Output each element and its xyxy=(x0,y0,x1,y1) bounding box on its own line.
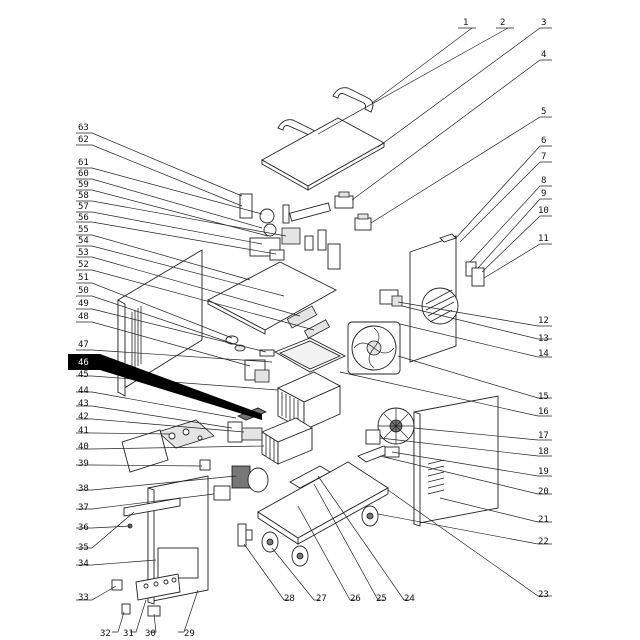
label-23: 23 xyxy=(538,590,549,600)
label-7: 7 xyxy=(541,152,546,162)
label-59: 59 xyxy=(78,180,89,190)
output-inductor xyxy=(199,459,269,501)
label-49: 49 xyxy=(78,299,89,309)
label-38: 38 xyxy=(78,484,89,494)
highlight-bar-46 xyxy=(68,354,262,420)
label-17: 17 xyxy=(538,431,549,441)
label-60: 60 xyxy=(78,169,89,179)
label-33: 33 xyxy=(78,593,89,603)
cooling-fan xyxy=(347,321,401,375)
label-19: 19 xyxy=(538,467,549,477)
label-40: 40 xyxy=(78,442,89,452)
label-16: 16 xyxy=(538,407,549,417)
label-18: 18 xyxy=(538,447,549,457)
small-component-3 xyxy=(334,191,354,209)
label-24: 24 xyxy=(404,594,415,604)
heatsink-lower xyxy=(261,417,313,465)
label-31: 31 xyxy=(123,629,134,639)
small-bracket-28 xyxy=(237,523,253,547)
label-9: 9 xyxy=(541,189,546,199)
label-58: 58 xyxy=(78,191,89,201)
label-20: 20 xyxy=(538,487,549,497)
label-15: 15 xyxy=(538,392,549,402)
label-10: 10 xyxy=(538,206,549,216)
label-62: 62 xyxy=(78,135,89,145)
right-side-panel xyxy=(413,395,499,527)
front-panel xyxy=(123,475,209,605)
label-53: 53 xyxy=(78,248,89,258)
label-13: 13 xyxy=(538,334,549,344)
middle-plate xyxy=(207,261,337,339)
transformer-assembly xyxy=(244,359,270,383)
label-63: 63 xyxy=(78,123,89,133)
label-21: 21 xyxy=(538,515,549,525)
label-35: 35 xyxy=(78,543,89,553)
terminals-30-32 xyxy=(111,523,161,617)
label-6: 6 xyxy=(541,136,546,146)
rear-fan-panel xyxy=(409,235,459,363)
label-56: 56 xyxy=(78,213,89,223)
pcb-cluster xyxy=(239,193,301,261)
label-14: 14 xyxy=(538,349,549,359)
label-50: 50 xyxy=(78,286,89,296)
leader-lines xyxy=(76,27,552,633)
label-42: 42 xyxy=(78,412,89,422)
label-34: 34 xyxy=(78,559,89,569)
label-57: 57 xyxy=(78,202,89,212)
label-28: 28 xyxy=(284,594,295,604)
label-61: 61 xyxy=(78,158,89,168)
label-4: 4 xyxy=(541,50,546,60)
label-12: 12 xyxy=(538,316,549,326)
label-44: 44 xyxy=(78,386,89,396)
top-cover-panel xyxy=(261,117,385,191)
labels-bottom: 32 31 30 29 28 27 26 25 24 xyxy=(100,594,415,639)
rectifier-fan-assembly xyxy=(365,407,415,445)
label-55: 55 xyxy=(78,225,89,235)
label-1: 1 xyxy=(463,18,468,28)
label-8: 8 xyxy=(541,176,546,186)
label-48: 48 xyxy=(78,312,89,322)
knob-parts xyxy=(225,335,275,357)
label-22: 22 xyxy=(538,537,549,547)
label-54: 54 xyxy=(78,236,89,246)
label-32: 32 xyxy=(100,629,111,639)
labels-left: 63 62 61 60 59 58 57 56 55 54 53 52 51 5… xyxy=(78,123,89,603)
base-plate xyxy=(257,461,389,545)
label-37: 37 xyxy=(78,503,89,513)
label-27: 27 xyxy=(316,594,327,604)
label-11: 11 xyxy=(538,234,549,244)
label-3: 3 xyxy=(541,18,546,28)
label-29: 29 xyxy=(184,629,195,639)
caster-wheels xyxy=(261,505,379,567)
label-51: 51 xyxy=(78,273,89,283)
bottom-plate-mid xyxy=(273,337,347,373)
label-2: 2 xyxy=(500,18,505,28)
small-component-5 xyxy=(354,213,372,231)
label-26: 26 xyxy=(350,594,361,604)
label-47: 47 xyxy=(78,340,89,350)
label-41: 41 xyxy=(78,426,89,436)
label-52: 52 xyxy=(78,260,89,270)
bracket-parts xyxy=(282,202,341,270)
label-43: 43 xyxy=(78,399,89,409)
label-46: 46 xyxy=(78,358,89,368)
label-25: 25 xyxy=(376,594,387,604)
small-parts-18-19 xyxy=(357,445,400,463)
control-pcb xyxy=(157,419,215,449)
label-30: 30 xyxy=(145,629,156,639)
label-5: 5 xyxy=(541,107,546,117)
label-36: 36 xyxy=(78,523,89,533)
front-terminal-strip xyxy=(135,573,181,601)
labels-right: 1 2 3 4 5 6 7 8 9 10 11 12 13 14 15 16 1… xyxy=(463,18,549,600)
label-39: 39 xyxy=(78,459,89,469)
handle-top-right xyxy=(332,87,374,113)
label-45: 45 xyxy=(78,370,89,380)
